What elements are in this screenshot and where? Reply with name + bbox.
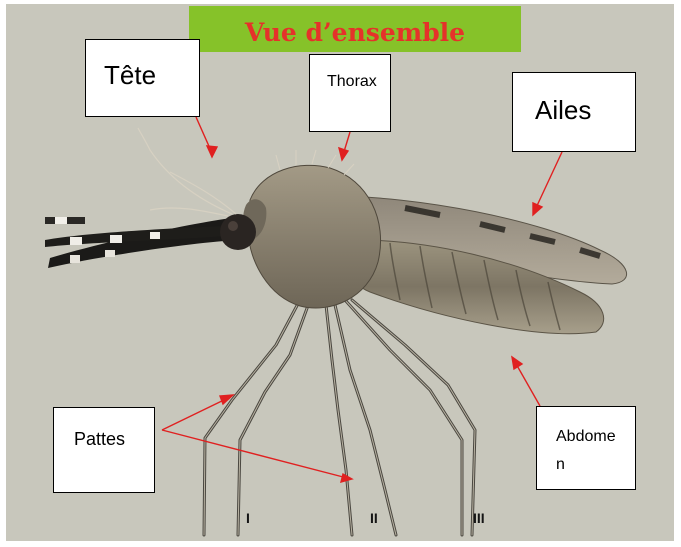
leg-number-3: III xyxy=(473,510,485,526)
label-ailes-text: Ailes xyxy=(535,95,591,126)
antennae xyxy=(138,128,236,216)
label-ailes: Ailes xyxy=(512,72,636,152)
title-text: Vue d’ensemble xyxy=(189,18,521,47)
legs xyxy=(204,300,475,535)
title-banner: Vue d’ensemble xyxy=(189,6,521,52)
thorax xyxy=(248,165,381,308)
label-tete-text: Tête xyxy=(104,60,156,91)
label-thorax-text: Thorax xyxy=(327,68,379,95)
leg-number-1: I xyxy=(246,510,250,526)
leg-mid-right xyxy=(335,305,396,535)
label-abdomen-text: Abdomen xyxy=(556,423,618,479)
leg-hind-right xyxy=(352,300,475,535)
label-abdomen: Abdomen xyxy=(536,406,636,490)
label-tete: Tête xyxy=(85,39,200,117)
label-pattes: Pattes xyxy=(53,407,155,493)
label-pattes-text: Pattes xyxy=(74,424,128,454)
label-thorax: Thorax xyxy=(309,54,391,132)
leg-hind-left xyxy=(345,300,462,535)
leg-number-2: II xyxy=(370,510,378,526)
compound-eye xyxy=(220,214,256,250)
leg-front-right xyxy=(238,300,310,535)
